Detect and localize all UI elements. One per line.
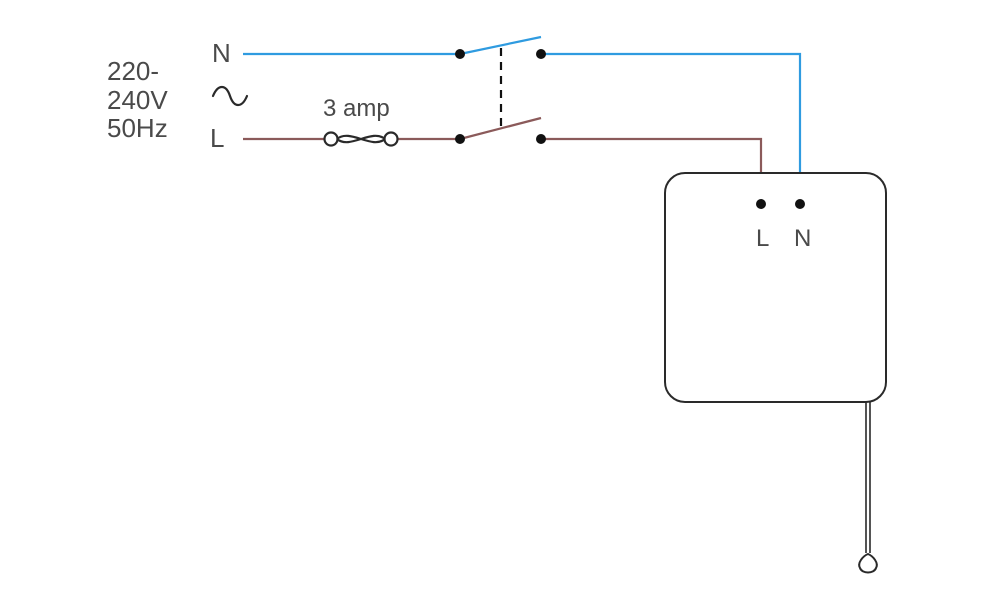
neutral-wire bbox=[243, 35, 802, 203]
device-terminal-live bbox=[756, 199, 766, 209]
ac-sine-icon bbox=[211, 85, 249, 107]
voltage-line-2: 240V bbox=[107, 85, 168, 115]
double-pole-switch-icon bbox=[455, 48, 546, 144]
device-box bbox=[664, 172, 887, 403]
switch-terminal-neutral-out bbox=[536, 49, 546, 59]
device-live-label: L bbox=[756, 225, 769, 252]
voltage-line-1: 220- bbox=[107, 56, 159, 86]
switch-terminal-live-out bbox=[536, 134, 546, 144]
live-supply-label: L bbox=[210, 123, 224, 153]
fuse-rating-label: 3 amp bbox=[323, 95, 390, 122]
switch-terminal-neutral-in bbox=[455, 49, 465, 59]
device-terminal-neutral bbox=[795, 199, 805, 209]
frequency-label: 50Hz bbox=[107, 113, 168, 143]
device-neutral-label: N bbox=[794, 225, 811, 252]
fuse-icon bbox=[323, 131, 399, 147]
pull-cord-icon bbox=[858, 402, 878, 574]
neutral-supply-label: N bbox=[212, 38, 231, 68]
switch-terminal-live-in bbox=[455, 134, 465, 144]
